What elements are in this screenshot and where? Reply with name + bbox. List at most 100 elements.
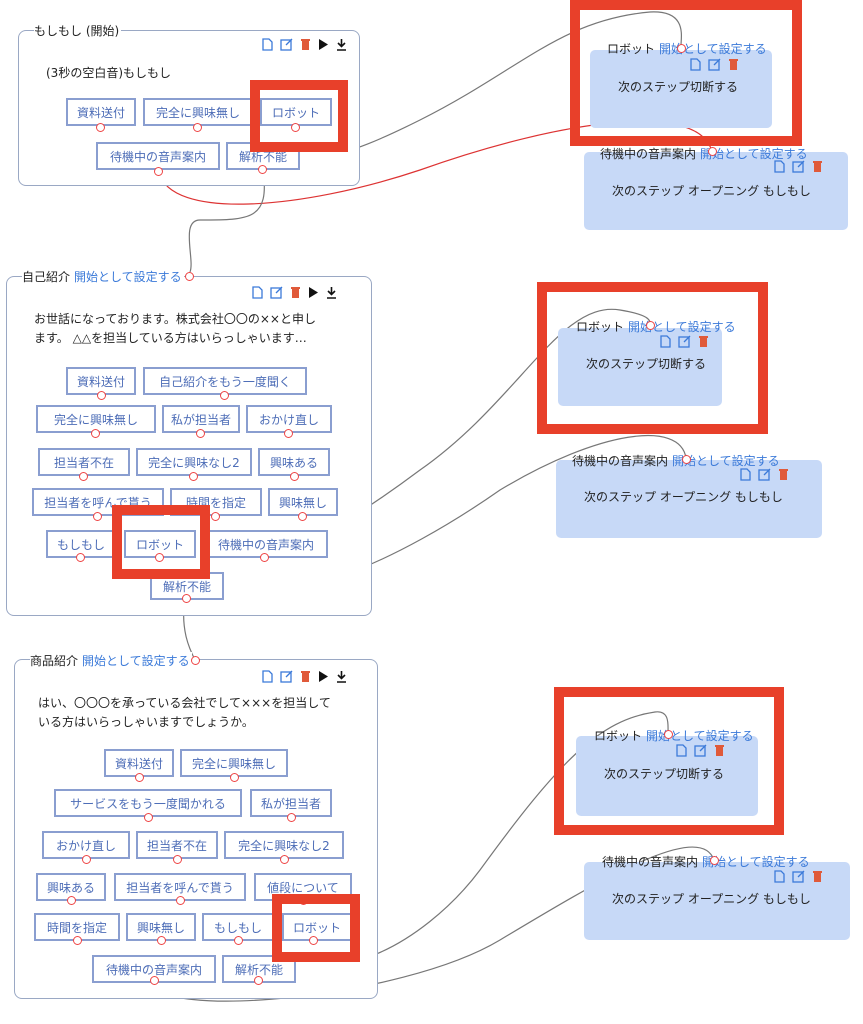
- copy-icon[interactable]: [774, 870, 785, 883]
- edit-icon[interactable]: [694, 744, 707, 757]
- button-i-am-in-charge[interactable]: 私が担当者: [250, 789, 332, 817]
- copy-icon[interactable]: [252, 286, 263, 299]
- output-port[interactable]: [290, 472, 299, 481]
- set-as-start-link[interactable]: 開始として設定する: [700, 147, 808, 161]
- trash-icon[interactable]: [290, 286, 301, 299]
- button-waiting-voice[interactable]: 待機中の音声案内: [96, 142, 220, 170]
- trash-icon[interactable]: [778, 468, 789, 481]
- edit-icon[interactable]: [792, 160, 805, 173]
- robot-step-node[interactable]: [576, 736, 758, 816]
- trash-icon[interactable]: [812, 870, 823, 883]
- output-port[interactable]: [79, 472, 88, 481]
- edit-icon[interactable]: [280, 38, 293, 51]
- trash-icon[interactable]: [698, 335, 709, 348]
- output-port[interactable]: [135, 773, 144, 782]
- output-port[interactable]: [96, 123, 105, 132]
- output-port[interactable]: [144, 813, 153, 822]
- output-port[interactable]: [73, 936, 82, 945]
- button-not-interested[interactable]: 完全に興味無し: [180, 749, 288, 777]
- output-port[interactable]: [196, 429, 205, 438]
- copy-icon[interactable]: [690, 58, 701, 71]
- waiting-step-node[interactable]: [584, 862, 850, 940]
- input-port[interactable]: [682, 455, 691, 464]
- input-port[interactable]: [646, 321, 655, 330]
- output-port[interactable]: [173, 855, 182, 864]
- edit-icon[interactable]: [280, 670, 293, 683]
- output-port[interactable]: [182, 594, 191, 603]
- input-port[interactable]: [664, 730, 673, 739]
- play-icon[interactable]: [318, 38, 329, 51]
- input-port[interactable]: [185, 272, 194, 281]
- download-icon[interactable]: [326, 286, 337, 299]
- button-not-interested-2[interactable]: 完全に興味なし2: [224, 831, 344, 859]
- output-port[interactable]: [176, 896, 185, 905]
- trash-icon[interactable]: [812, 160, 823, 173]
- output-port[interactable]: [154, 167, 163, 176]
- output-port[interactable]: [93, 512, 102, 521]
- button-self-intro-again[interactable]: 自己紹介をもう一度聞く: [143, 367, 307, 395]
- button-document-send[interactable]: 資料送付: [66, 98, 136, 126]
- button-call-back[interactable]: おかけ直し: [246, 405, 332, 433]
- waiting-step-node[interactable]: [556, 460, 822, 538]
- button-not-interested[interactable]: 完全に興味無し: [36, 405, 156, 433]
- button-no-interest[interactable]: 興味無し: [268, 488, 338, 516]
- output-port[interactable]: [309, 936, 318, 945]
- input-port[interactable]: [710, 856, 719, 865]
- trash-icon[interactable]: [300, 670, 311, 683]
- output-port[interactable]: [284, 429, 293, 438]
- trash-icon[interactable]: [300, 38, 311, 51]
- output-port[interactable]: [258, 165, 267, 174]
- set-as-start-link[interactable]: 開始として設定する: [659, 42, 767, 56]
- edit-icon[interactable]: [678, 335, 691, 348]
- button-not-interested-2[interactable]: 完全に興味なし2: [136, 448, 252, 476]
- output-port[interactable]: [234, 936, 243, 945]
- set-as-start-link[interactable]: 開始として設定する: [74, 270, 182, 284]
- edit-icon[interactable]: [708, 58, 721, 71]
- output-port[interactable]: [82, 855, 91, 864]
- trash-icon[interactable]: [728, 58, 739, 71]
- input-port[interactable]: [708, 147, 717, 156]
- robot-step-node[interactable]: [590, 50, 772, 128]
- copy-icon[interactable]: [262, 38, 273, 51]
- output-port[interactable]: [260, 553, 269, 562]
- copy-icon[interactable]: [740, 468, 751, 481]
- output-port[interactable]: [67, 896, 76, 905]
- edit-icon[interactable]: [792, 870, 805, 883]
- copy-icon[interactable]: [262, 670, 273, 683]
- input-port[interactable]: [191, 656, 200, 665]
- edit-icon[interactable]: [270, 286, 283, 299]
- set-as-start-link[interactable]: 開始として設定する: [82, 654, 190, 668]
- set-as-start-link[interactable]: 開始として設定する: [702, 855, 810, 869]
- output-port[interactable]: [97, 391, 106, 400]
- input-port[interactable]: [677, 44, 686, 53]
- copy-icon[interactable]: [676, 744, 687, 757]
- edit-icon[interactable]: [758, 468, 771, 481]
- output-port[interactable]: [254, 976, 263, 985]
- set-as-start-link[interactable]: 開始として設定する: [628, 320, 736, 334]
- trash-icon[interactable]: [714, 744, 725, 757]
- button-document-send[interactable]: 資料送付: [104, 749, 174, 777]
- set-as-start-link[interactable]: 開始として設定する: [646, 729, 754, 743]
- play-icon[interactable]: [318, 670, 329, 683]
- output-port[interactable]: [157, 936, 166, 945]
- download-icon[interactable]: [336, 670, 347, 683]
- set-as-start-link[interactable]: 開始として設定する: [672, 454, 780, 468]
- play-icon[interactable]: [308, 286, 319, 299]
- output-port[interactable]: [280, 855, 289, 864]
- button-not-interested[interactable]: 完全に興味無し: [143, 98, 253, 126]
- button-person-absent[interactable]: 担当者不在: [38, 448, 130, 476]
- waiting-step-node[interactable]: [584, 152, 848, 230]
- output-port[interactable]: [220, 391, 229, 400]
- output-port[interactable]: [193, 123, 202, 132]
- output-port[interactable]: [287, 813, 296, 822]
- output-port[interactable]: [150, 976, 159, 985]
- robot-step-node[interactable]: [558, 328, 722, 406]
- output-port[interactable]: [91, 429, 100, 438]
- output-port[interactable]: [298, 512, 307, 521]
- output-port[interactable]: [155, 553, 164, 562]
- button-i-am-in-charge[interactable]: 私が担当者: [162, 405, 240, 433]
- output-port[interactable]: [76, 553, 85, 562]
- output-port[interactable]: [189, 472, 198, 481]
- button-interested[interactable]: 興味ある: [258, 448, 330, 476]
- output-port[interactable]: [291, 123, 300, 132]
